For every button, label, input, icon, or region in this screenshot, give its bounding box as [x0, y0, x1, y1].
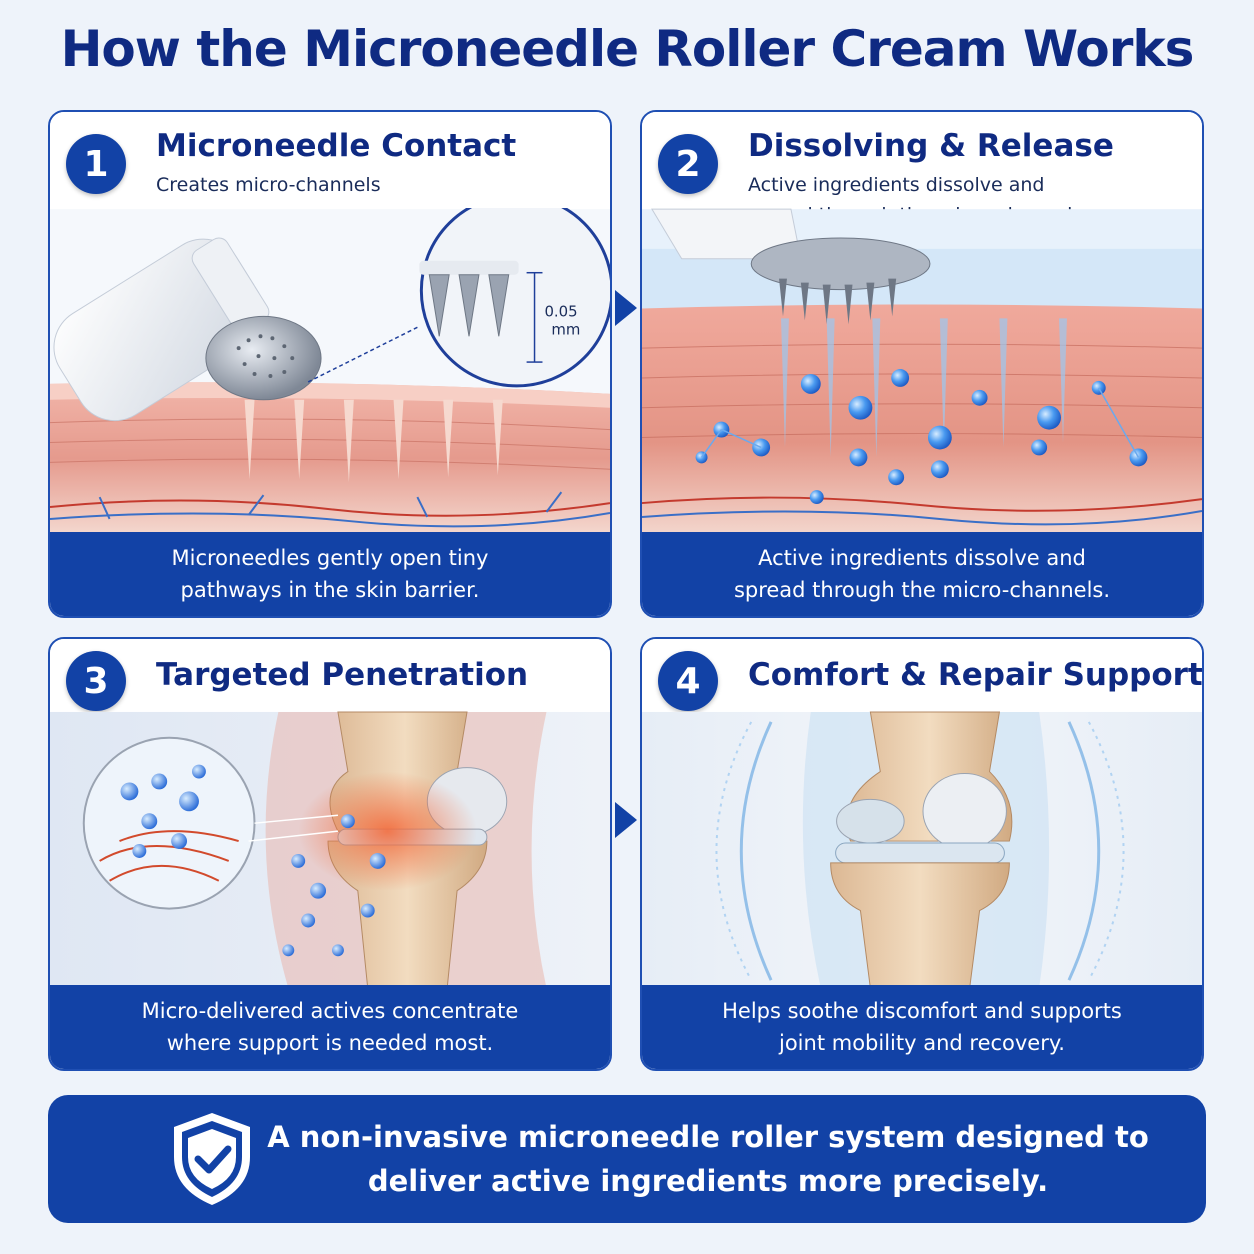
step-title: Comfort & Repair Support: [748, 657, 1203, 693]
healthy-knee-illustration: [642, 711, 1202, 989]
step-card-1: 1 Microneedle Contact Creates micro-chan…: [48, 110, 612, 618]
step-caption: Active ingredients dissolve and spread t…: [642, 532, 1202, 616]
caption-line-2: spread through the micro-channels.: [733, 578, 1111, 602]
skin-microneedle-illustration: 0.05 mm: [50, 208, 610, 535]
caption-line-1: Helps soothe discomfort and supports: [722, 999, 1122, 1023]
step-caption: Micro-delivered actives concentrate wher…: [50, 985, 610, 1069]
step-title: Targeted Penetration: [156, 657, 529, 693]
step-caption: Helps soothe discomfort and supports joi…: [642, 985, 1202, 1069]
needle-length-value: 0.05: [544, 302, 577, 320]
flow-arrow-right-icon: [615, 802, 637, 838]
step-1-header: 1 Microneedle Contact Creates micro-chan…: [50, 112, 610, 208]
step-caption: Microneedles gently open tiny pathways i…: [50, 532, 610, 616]
banner-line-2: deliver active ingredients more precisel…: [367, 1164, 1049, 1198]
step-number-badge: 1: [66, 134, 126, 194]
step-title: Microneedle Contact: [156, 128, 517, 164]
summary-banner: A non-invasive microneedle roller system…: [48, 1095, 1206, 1223]
needle-length-unit: mm: [551, 320, 580, 338]
step-number-badge: 2: [658, 134, 718, 194]
banner-line-1: A non-invasive microneedle roller system…: [267, 1120, 1149, 1154]
caption-line-2: joint mobility and recovery.: [779, 1031, 1065, 1055]
step-3-header: 3 Targeted Penetration: [50, 639, 610, 711]
banner-text: A non-invasive microneedle roller system…: [258, 1115, 1158, 1203]
step-subtitle: Creates micro-channels: [156, 174, 381, 196]
step-number-badge: 3: [66, 651, 126, 711]
step-2-header: 2 Dissolving & Release Active ingredient…: [642, 112, 1202, 226]
dissolving-illustration: [642, 208, 1202, 535]
caption-line-1: Microneedles gently open tiny: [171, 546, 489, 570]
knee-penetration-illustration: [50, 711, 610, 989]
step-card-4: 4 Comfort & Repair Support: [640, 637, 1204, 1071]
step-number-badge: 4: [658, 651, 718, 711]
shield-check-icon: [174, 1113, 250, 1205]
step-card-2: 2 Dissolving & Release Active ingredient…: [640, 110, 1204, 618]
step-4-header: 4 Comfort & Repair Support: [642, 639, 1202, 711]
subtitle-line-1: Active ingredients dissolve and: [748, 174, 1045, 196]
step-title: Dissolving & Release: [748, 128, 1114, 164]
page-title: How the Microneedle Roller Cream Works: [60, 20, 1195, 78]
caption-line-2: where support is needed most.: [166, 1031, 494, 1055]
caption-line-1: Active ingredients dissolve and: [758, 546, 1086, 570]
caption-line-2: pathways in the skin barrier.: [180, 578, 480, 602]
flow-arrow-right-icon: [615, 290, 637, 326]
caption-line-1: Micro-delivered actives concentrate: [141, 999, 519, 1023]
step-card-3: 3 Targeted Penetration: [48, 637, 612, 1071]
